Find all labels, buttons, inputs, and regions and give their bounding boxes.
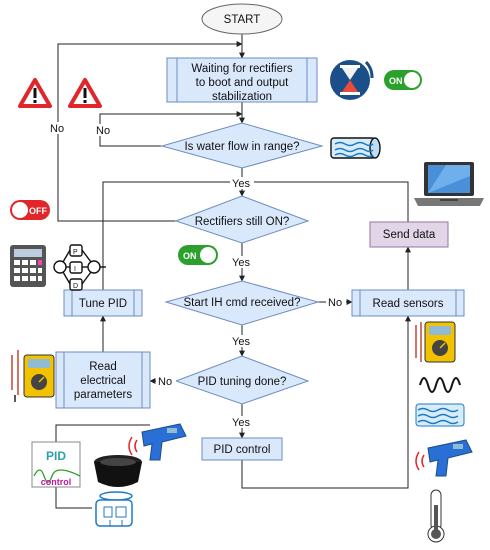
- toggle-on-label-2: ON: [183, 251, 197, 261]
- pid-done-label: PID tuning done?: [198, 376, 287, 388]
- waiting-line-1: Waiting for rectifiers: [191, 63, 292, 75]
- laptop-icon: [414, 162, 484, 206]
- multimeter-icon: [415, 321, 456, 363]
- warning-icon: [18, 78, 52, 108]
- pid-control-label: PID control: [214, 444, 271, 456]
- toggle-off-label: OFF: [29, 206, 47, 216]
- waiting-line-2: to boot and output: [196, 77, 290, 89]
- read-sensors-node: Read sensors: [351, 289, 465, 317]
- toggle-off-icon: OFF: [10, 200, 50, 220]
- water-wave-icon: [415, 403, 465, 427]
- send-data-label: Send data: [383, 229, 436, 241]
- start-label: START: [224, 14, 261, 26]
- start-ih-label: Start IH cmd received?: [184, 297, 301, 309]
- pid-control-node: PID control: [201, 437, 283, 461]
- calculator-icon: [10, 245, 46, 287]
- yes-label-rect: Yes: [232, 257, 250, 269]
- read-electrical-node: Read electrical parameters: [55, 351, 151, 409]
- read-electrical-line-2: electrical: [80, 375, 125, 387]
- ir-thermometer-icon: [128, 423, 187, 461]
- ir-thermometer-icon: [415, 439, 473, 477]
- pid-box-subtitle: control: [41, 477, 72, 487]
- read-electrical-line-3: parameters: [74, 389, 132, 401]
- tune-pid-node: Tune PID: [63, 289, 143, 317]
- edge-labels: No No Yes Yes Yes Yes No No: [48, 122, 346, 429]
- pid-controller-icon: PID control: [31, 441, 81, 488]
- start-node: START: [201, 3, 283, 35]
- svg-text:D: D: [73, 283, 78, 290]
- no-label-inner: No: [96, 125, 110, 137]
- yes-label-pid: Yes: [232, 417, 250, 429]
- water-pipe-icon: [330, 137, 381, 159]
- rectifiers-decision: Rectifiers still ON?: [174, 195, 310, 244]
- toggle-on-icon: ON: [178, 245, 218, 265]
- waiting-node: Waiting for rectifiers to boot and outpu…: [166, 57, 318, 103]
- sine-wave-icon: [419, 377, 461, 393]
- tune-pid-label: Tune PID: [79, 298, 127, 310]
- send-data-node: Send data: [369, 221, 449, 248]
- toggle-on-icon: ON: [384, 70, 422, 90]
- pid-done-decision: PID tuning done?: [174, 355, 310, 405]
- toggle-on-label: ON: [389, 76, 403, 86]
- read-sensors-label: Read sensors: [373, 298, 444, 310]
- no-label-pid: No: [158, 376, 172, 388]
- yes-label-ih: Yes: [232, 336, 250, 348]
- no-label-outer: No: [50, 123, 64, 135]
- no-label-ih: No: [328, 297, 342, 309]
- thermometer-icon: [427, 489, 445, 543]
- read-electrical-line-1: Read: [89, 361, 117, 373]
- connectors: [55, 34, 411, 509]
- pid-box-title: PID: [46, 449, 66, 463]
- pid-diagram-icon: P I D: [53, 244, 106, 291]
- water-flow-label: Is water flow in range?: [184, 141, 299, 153]
- start-ih-decision: Start IH cmd received?: [164, 280, 320, 326]
- hourglass-icon: [330, 60, 374, 100]
- water-flow-decision: Is water flow in range?: [160, 122, 324, 169]
- svg-text:I: I: [74, 266, 76, 273]
- svg-text:P: P: [73, 249, 78, 256]
- crucible-icon: [94, 455, 142, 487]
- induction-coil-icon: [95, 491, 133, 527]
- multimeter-icon: [11, 350, 55, 402]
- rectifiers-label: Rectifiers still ON?: [195, 216, 290, 228]
- warning-icon: [68, 78, 102, 108]
- yes-label-flow: Yes: [232, 178, 250, 190]
- waiting-line-3: stabilization: [212, 91, 272, 103]
